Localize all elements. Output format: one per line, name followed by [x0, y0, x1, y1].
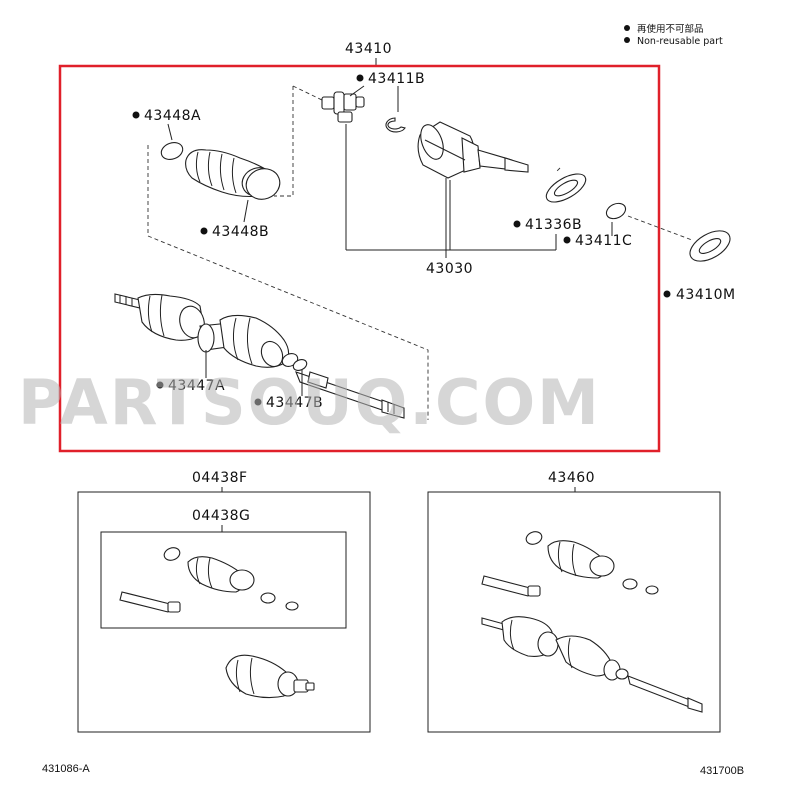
ref-number-left: 431086-A — [42, 763, 90, 775]
inner-joint-housing-icon[interactable] — [416, 121, 529, 179]
callout-43448B[interactable]: 43448B — [212, 224, 269, 240]
watermark: PARTSOUQ.COM — [18, 366, 601, 439]
kit-43460-label[interactable]: 43460 — [548, 470, 595, 486]
legend-japanese: 再使用不可部品 — [637, 23, 704, 35]
callout-43410M[interactable]: 43410M — [676, 287, 736, 303]
legend: 再使用不可部品 Non-reusable part — [624, 23, 723, 47]
ref-number-right: 431700B — [700, 765, 744, 777]
boot-clamp-43448A-icon[interactable] — [159, 140, 185, 163]
callout-41336B[interactable]: 41336B — [525, 217, 582, 233]
drive-shaft-assembly-icon[interactable] — [114, 293, 405, 419]
snap-ring-icon[interactable] — [385, 117, 406, 133]
callout-43447B[interactable]: 43447B — [266, 395, 323, 411]
callout-43030[interactable]: 43030 — [426, 261, 473, 277]
seal-43410M-icon[interactable] — [685, 225, 735, 268]
bracket-43030 — [345, 124, 557, 258]
assembly-dashed-lines — [147, 85, 561, 420]
kit-43460-box — [427, 491, 721, 733]
kit-04438F-joint-icon[interactable] — [225, 654, 315, 699]
kit-04438G-parts-icon[interactable] — [119, 546, 299, 613]
callout-43411C[interactable]: 43411C — [575, 233, 632, 249]
highlight-box — [58, 64, 661, 453]
callout-43411B[interactable]: 43411B — [368, 71, 425, 87]
kit-43460-parts-icon[interactable] — [481, 530, 659, 597]
callout-43447A[interactable]: 43447A — [168, 378, 225, 394]
boot-clamp-large-icon[interactable] — [242, 164, 284, 204]
kit-04438G-box — [100, 531, 347, 629]
seal-41336B-icon[interactable] — [542, 168, 590, 207]
legend-english: Non-reusable part — [637, 36, 723, 47]
kit-04438G-label[interactable]: 04438G — [192, 508, 250, 524]
kit-04438F-label[interactable]: 04438F — [192, 470, 248, 486]
kit-43460-shaft-icon[interactable] — [481, 616, 703, 713]
legend-bullet-icon — [624, 37, 630, 43]
spider-part-icon[interactable] — [321, 91, 365, 123]
snap-ring-43411C-icon[interactable] — [604, 200, 628, 221]
callout-43448A[interactable]: 43448A — [144, 108, 201, 124]
assembly-number[interactable]: 43410 — [345, 41, 392, 57]
kit-04438F-box — [77, 491, 371, 733]
legend-bullet-icon — [624, 25, 630, 31]
